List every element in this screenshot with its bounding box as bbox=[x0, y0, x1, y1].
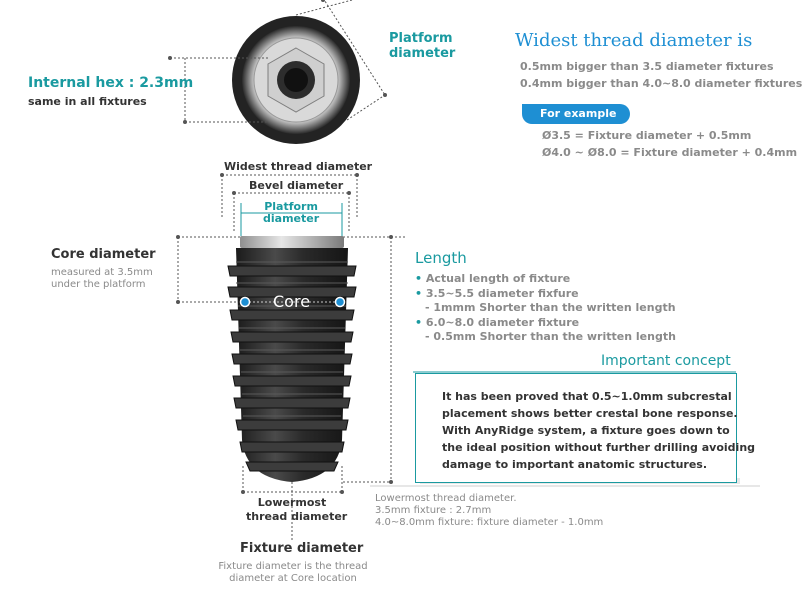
important-concept-title: Important concept bbox=[601, 353, 731, 369]
widest-line-2: 0.4mm bigger than 4.0~8.0 diameter fixtu… bbox=[520, 77, 803, 90]
bevel-diameter-label: Bevel diameter bbox=[249, 179, 344, 192]
widest-thread-diameter-label: Widest thread diameter bbox=[224, 160, 373, 173]
bullet-icon: • bbox=[415, 272, 423, 285]
widest-thread-title: Widest thread diameter is bbox=[515, 30, 753, 51]
fixture-diameter-title: Fixture diameter bbox=[240, 541, 364, 556]
core-diameter-note: measured at 3.5mm under the platform bbox=[51, 267, 153, 290]
fixture-diameter-note: Fixture diameter is the thread diameter … bbox=[218, 561, 368, 584]
core-diameter-title: Core diameter bbox=[51, 247, 156, 262]
core-dots bbox=[239, 296, 346, 308]
example-line-2: Ø4.0 ~ Ø8.0 = Fixture diameter + 0.4mm bbox=[542, 146, 798, 159]
length-title: Length bbox=[415, 249, 467, 267]
length-bullet-1: • Actual length of fixture bbox=[415, 272, 571, 285]
core-label: Core bbox=[273, 292, 311, 311]
length-list: • Actual length of fixture • 3.5~5.5 dia… bbox=[415, 272, 676, 343]
important-concept-box: It has been proved that 0.5~1.0mm subcre… bbox=[415, 373, 755, 483]
lowermost-note: Lowermost thread diameter. 3.5mm fixture… bbox=[375, 493, 604, 528]
internal-hex-label: Internal hex : 2.3mm bbox=[28, 75, 194, 91]
bullet-icon: • bbox=[415, 286, 423, 300]
widest-line-1: 0.5mm bigger than 3.5 diameter fixtures bbox=[520, 60, 774, 73]
length-bullet-3: • 6.0~8.0 diameter fixture bbox=[415, 315, 580, 329]
for-example-badge: For example bbox=[522, 104, 631, 124]
internal-hex-note: same in all fixtures bbox=[28, 95, 147, 108]
platform-diameter-label: Platform diameter bbox=[389, 31, 456, 61]
example-line-1: Ø3.5 = Fixture diameter + 0.5mm bbox=[542, 129, 752, 142]
implant-top-view bbox=[232, 16, 360, 144]
implant-side-view bbox=[227, 236, 357, 482]
length-bullet-2: • 3.5~5.5 diameter fixfure bbox=[415, 286, 579, 300]
platform-diameter-side-label: Platform diameter bbox=[263, 200, 320, 225]
lowermost-thread-label: Lowermost thread diameter bbox=[246, 496, 348, 523]
bullet-icon: • bbox=[415, 315, 423, 329]
